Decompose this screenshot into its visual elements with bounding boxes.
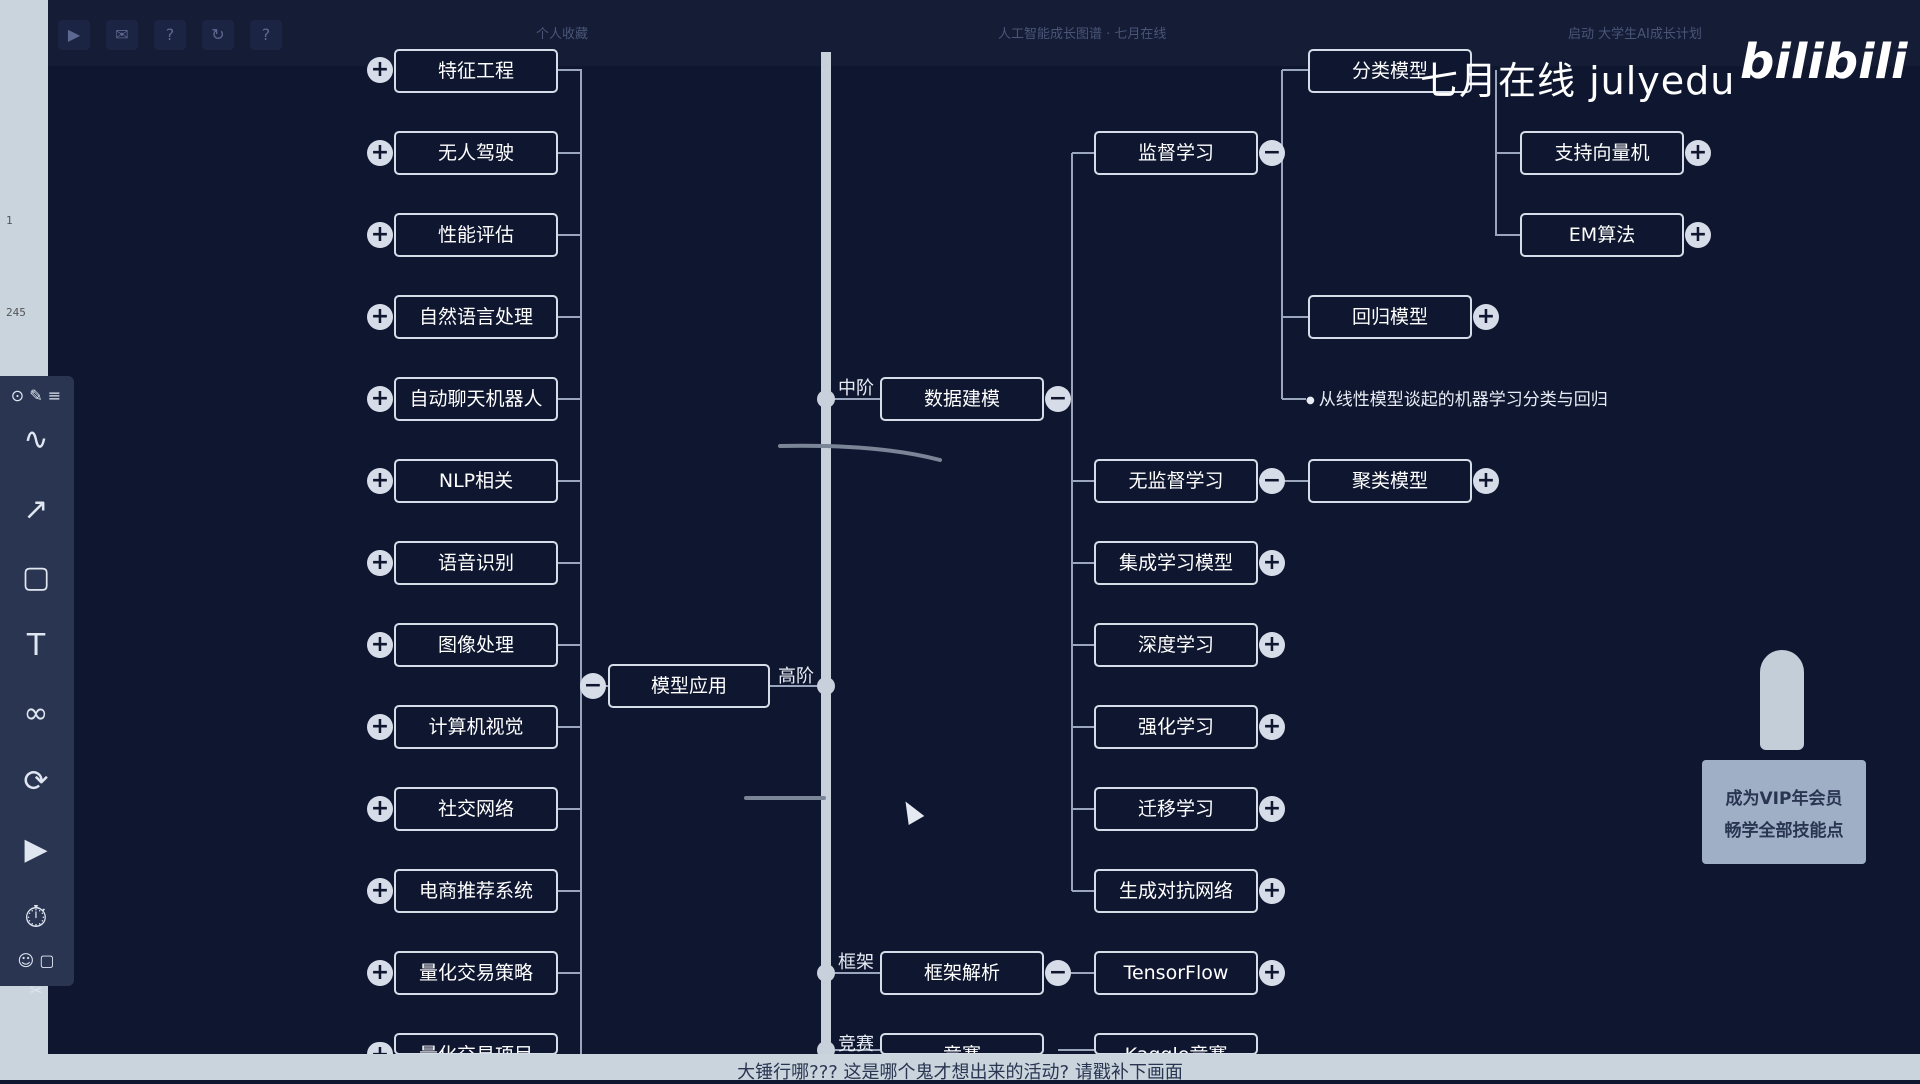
rotate-icon[interactable]: ⟳ xyxy=(23,764,49,799)
expand-icon[interactable]: + xyxy=(367,632,393,658)
timer-icon[interactable]: ⏱ xyxy=(24,900,48,935)
pen-icon[interactable]: ∿ xyxy=(23,422,49,457)
branch-image[interactable]: 图像处理 xyxy=(394,623,558,667)
help-icon[interactable]: ? xyxy=(250,20,282,50)
expand-icon[interactable]: + xyxy=(1259,960,1285,986)
data-modeling-node[interactable]: 数据建模 xyxy=(880,377,1044,421)
tab-ai-map[interactable]: 人工智能成长图谱 · 七月在线 xyxy=(998,27,1167,42)
level-label-contest: 竞赛 xyxy=(838,1034,874,1055)
classification-model-node[interactable]: 分类模型 xyxy=(1308,49,1472,93)
expand-icon[interactable]: + xyxy=(367,796,393,822)
expand-icon[interactable]: + xyxy=(367,714,393,740)
subtitle-text: 大锤行哪??? 这是哪个鬼才想出来的活动? 请戳补下画面 xyxy=(737,1062,1183,1083)
branch-cv[interactable]: 计算机视觉 xyxy=(394,705,558,749)
branch-nlp-related[interactable]: NLP相关 xyxy=(394,459,558,503)
branch-quant-project[interactable]: 量化交易项目 xyxy=(394,1033,558,1055)
promo-line-2: 畅学全部技能点 xyxy=(1724,821,1844,841)
expand-icon[interactable]: + xyxy=(367,222,393,248)
regression-model-node[interactable]: 回归模型 xyxy=(1308,295,1472,339)
transfer-learning-node[interactable]: 迁移学习 xyxy=(1094,787,1258,831)
ensemble-learning-node[interactable]: 集成学习模型 xyxy=(1094,541,1258,585)
clustering-model-node[interactable]: 聚类模型 xyxy=(1308,459,1472,503)
tensorflow-node[interactable]: TensorFlow xyxy=(1094,951,1258,995)
link-icon[interactable]: ∞ xyxy=(23,696,49,731)
expand-icon[interactable]: + xyxy=(1685,222,1711,248)
em-algorithm-node[interactable]: EM算法 xyxy=(1520,213,1684,257)
collapse-icon[interactable]: − xyxy=(1045,960,1071,986)
contest-node[interactable]: 竞赛 xyxy=(880,1033,1044,1055)
branch-autonomous-driving[interactable]: 无人驾驶 xyxy=(394,131,558,175)
level-label-high: 高阶 xyxy=(778,666,814,687)
help-icon[interactable]: ? xyxy=(154,20,186,50)
collapse-icon[interactable]: − xyxy=(1045,386,1071,412)
branch-performance-eval[interactable]: 性能评估 xyxy=(394,213,558,257)
expand-icon[interactable]: + xyxy=(1259,632,1285,658)
expand-icon[interactable]: + xyxy=(1259,714,1285,740)
annotation-toolbar: ⊙ ✎ ≡ ∿ ↗ ▢ T ∞ ⟳ ▶ ⏱ ☺ ▢ ✂ xyxy=(0,376,74,1000)
expand-icon[interactable]: + xyxy=(367,140,393,166)
play-icon[interactable]: ▶ xyxy=(58,20,90,50)
collapse-icon[interactable]: − xyxy=(1259,468,1285,494)
arrow-icon[interactable]: ↗ xyxy=(23,492,49,527)
ruler-label: 1 xyxy=(6,214,13,227)
vip-promo-banner[interactable]: 成为VIP年会员 畅学全部技能点 xyxy=(1702,760,1866,864)
settings-icon[interactable]: ☺ ▢ ✂ xyxy=(17,951,55,1000)
level-label-mid: 中阶 xyxy=(838,378,874,399)
expand-icon[interactable]: + xyxy=(1259,878,1285,904)
expand-icon[interactable]: + xyxy=(367,960,393,986)
branch-chatbot[interactable]: 自动聊天机器人 xyxy=(394,377,558,421)
expand-icon[interactable]: + xyxy=(1685,140,1711,166)
linear-model-note[interactable]: 从线性模型谈起的机器学习分类与回归 xyxy=(1306,385,1608,410)
menu-icon[interactable]: ⊙ ✎ ≡ xyxy=(10,386,62,405)
level-label-framework: 框架 xyxy=(838,952,874,973)
expand-icon[interactable]: + xyxy=(367,878,393,904)
expand-icon[interactable]: + xyxy=(367,1042,393,1054)
top-toolbar: ▶ ✉ ? ↻ ? 个人收藏 人工智能成长图谱 · 七月在线 启动 大学生AI成… xyxy=(48,0,1920,66)
gan-node[interactable]: 生成对抗网络 xyxy=(1094,869,1258,913)
framework-parse-node[interactable]: 框架解析 xyxy=(880,951,1044,995)
rocket-icon xyxy=(1760,650,1804,750)
supervised-learning-node[interactable]: 监督学习 xyxy=(1094,131,1258,175)
reinforcement-learning-node[interactable]: 强化学习 xyxy=(1094,705,1258,749)
tab-student-plan[interactable]: 启动 大学生AI成长计划 xyxy=(1568,27,1702,42)
expand-icon[interactable]: + xyxy=(367,304,393,330)
play-icon[interactable]: ▶ xyxy=(24,832,48,867)
expand-icon[interactable]: + xyxy=(367,57,393,83)
branch-social[interactable]: 社交网络 xyxy=(394,787,558,831)
branch-speech[interactable]: 语音识别 xyxy=(394,541,558,585)
branch-feature-engineering[interactable]: 特征工程 xyxy=(394,49,558,93)
bilibili-logo: bilibili xyxy=(1740,34,1908,90)
expand-icon[interactable]: + xyxy=(1259,550,1285,576)
refresh-icon[interactable]: ↻ xyxy=(202,20,234,50)
expand-icon[interactable]: + xyxy=(367,386,393,412)
branch-nlp[interactable]: 自然语言处理 xyxy=(394,295,558,339)
kaggle-node[interactable]: Kaggle竞赛 xyxy=(1094,1033,1258,1055)
branch-quant-strategy[interactable]: 量化交易策略 xyxy=(394,951,558,995)
expand-icon[interactable]: + xyxy=(1473,304,1499,330)
channel-watermark: 七月在线 julyedu xyxy=(1420,59,1736,103)
expand-icon[interactable]: + xyxy=(1473,468,1499,494)
model-application-node[interactable]: 模型应用 xyxy=(608,664,770,708)
mail-icon[interactable]: ✉ xyxy=(106,20,138,50)
bottom-bar xyxy=(48,1054,1920,1080)
text-icon[interactable]: T xyxy=(26,628,46,663)
expand-icon[interactable]: + xyxy=(367,468,393,494)
collapse-icon[interactable]: − xyxy=(580,673,606,699)
branch-recsys[interactable]: 电商推荐系统 xyxy=(394,869,558,913)
rectangle-icon[interactable]: ▢ xyxy=(21,560,51,595)
ruler-label: 245 xyxy=(6,306,26,319)
expand-icon[interactable]: + xyxy=(1259,796,1285,822)
unsupervised-learning-node[interactable]: 无监督学习 xyxy=(1094,459,1258,503)
tab-favorites[interactable]: 个人收藏 xyxy=(536,27,589,42)
promo-line-1: 成为VIP年会员 xyxy=(1725,789,1843,809)
expand-icon[interactable]: + xyxy=(367,550,393,576)
svm-node[interactable]: 支持向量机 xyxy=(1520,131,1684,175)
collapse-icon[interactable]: − xyxy=(1259,140,1285,166)
deep-learning-node[interactable]: 深度学习 xyxy=(1094,623,1258,667)
